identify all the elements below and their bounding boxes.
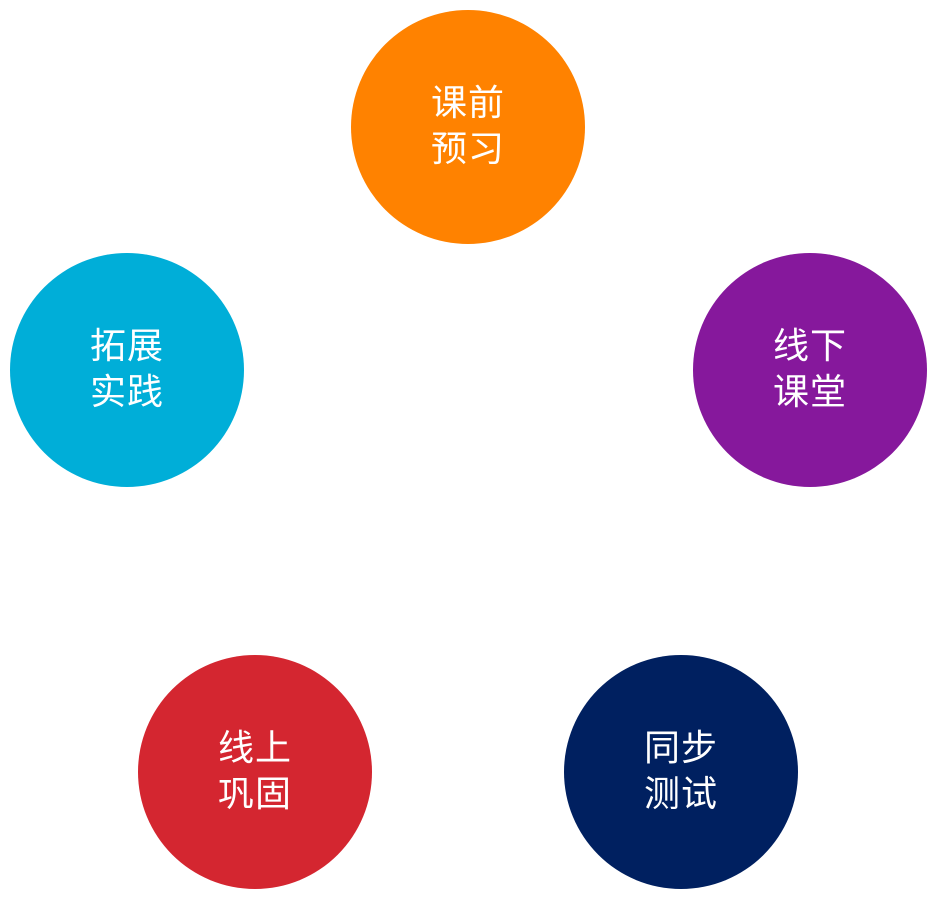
node-synchronous-test: 同步 测试 — [564, 655, 798, 889]
node-label-line-2: 测试 — [643, 774, 718, 815]
node-label-line-2: 实践 — [89, 372, 164, 413]
node-label-line-1: 线下 — [772, 326, 847, 367]
node-label-line-1: 课前 — [430, 83, 505, 124]
node-online-consolidation: 线上 巩固 — [138, 655, 372, 889]
node-extended-practice: 拓展 实践 — [10, 253, 244, 487]
node-label-line-1: 拓展 — [89, 326, 164, 367]
node-label-line-2: 巩固 — [217, 774, 292, 815]
node-label-line-1: 同步 — [643, 728, 718, 769]
node-label-line-2: 课堂 — [772, 372, 847, 413]
node-offline-classroom: 线下 课堂 — [693, 253, 927, 487]
node-label-line-1: 线上 — [217, 728, 292, 769]
node-label-line-2: 预习 — [430, 129, 505, 170]
node-pre-class-preview: 课前 预习 — [351, 10, 585, 244]
